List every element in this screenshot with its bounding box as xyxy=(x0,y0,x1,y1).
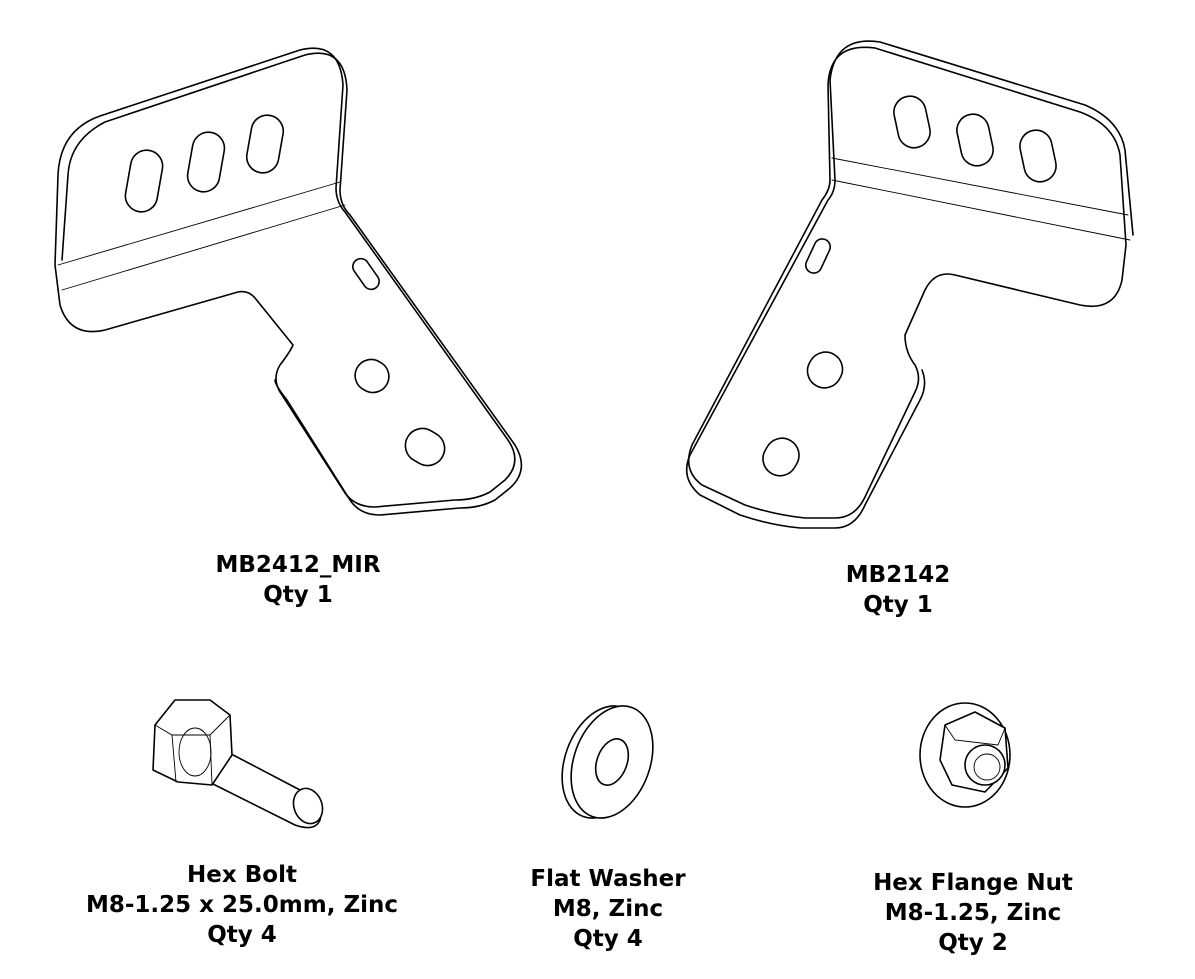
part-name: Flat Washer xyxy=(530,866,686,892)
flat-washer xyxy=(561,705,654,819)
hex-flange-nut xyxy=(919,702,1011,808)
part-qty: Qty 1 xyxy=(263,582,333,608)
part-name: MB2412_MIR xyxy=(215,552,381,578)
label-flat-washer: Flat Washer M8, Zinc Qty 4 xyxy=(530,864,685,954)
part-spec: M8-1.25 x 25.0mm, Zinc xyxy=(85,892,399,918)
part-qty: Qty 2 xyxy=(938,930,1008,956)
part-spec: M8-1.25, Zinc xyxy=(884,900,1062,926)
hex-bolt xyxy=(152,699,324,829)
part-name: MB2142 xyxy=(845,562,951,588)
label-hex-bolt: Hex Bolt M8-1.25 x 25.0mm, Zinc Qty 4 xyxy=(86,860,398,950)
label-mb2142: MB2142 Qty 1 xyxy=(846,560,950,620)
label-mb2412-mir: MB2412_MIR Qty 1 xyxy=(215,550,380,610)
part-qty: Qty 1 xyxy=(863,592,933,618)
bracket-mb2412-mir xyxy=(54,47,523,516)
part-name: Hex Flange Nut xyxy=(873,870,1073,896)
label-hex-flange-nut: Hex Flange Nut M8-1.25, Zinc Qty 2 xyxy=(873,868,1073,958)
part-qty: Qty 4 xyxy=(573,926,643,952)
part-name: Hex Bolt xyxy=(187,862,297,888)
bracket-mb2142 xyxy=(685,40,1134,529)
part-qty: Qty 4 xyxy=(207,922,277,948)
part-spec: M8, Zinc xyxy=(552,896,664,922)
